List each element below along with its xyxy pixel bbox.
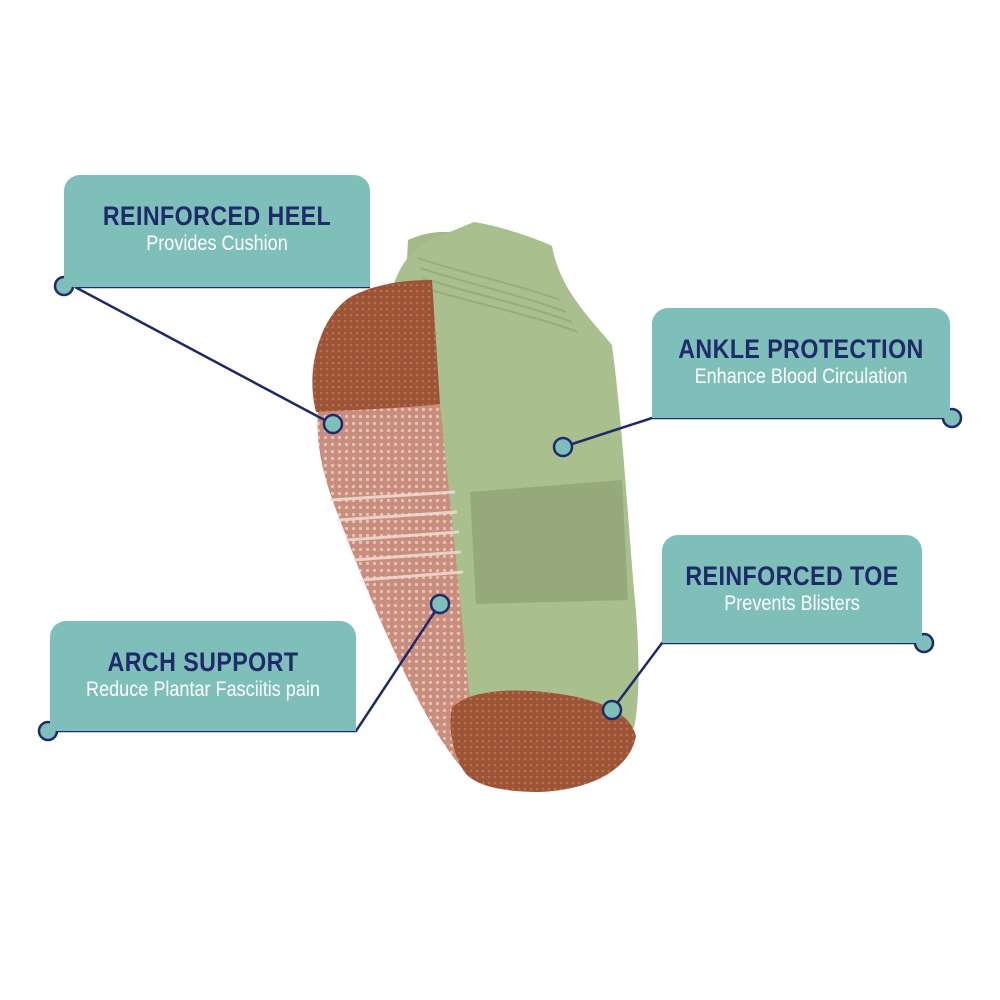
sock-toe [450,690,636,792]
callout-title: REINFORCED TOE [685,561,899,591]
callout-title: ARCH SUPPORT [107,647,299,677]
sock-heel [312,280,440,412]
callout-subtitle: Prevents Blisters [724,592,860,615]
leader-arch [48,603,442,733]
callout-subtitle: Provides Cushion [146,232,288,255]
dot-arch-sock [429,593,451,615]
callout-title: REINFORCED HEEL [102,201,332,231]
dot-ankle-sock [552,436,574,458]
leader-heel [74,285,370,426]
callout-title: ANKLE PROTECTION [678,334,924,364]
leader-lines [48,285,952,733]
callout-arch-support: ARCH SUPPORT Reduce Plantar Fasciitis pa… [50,621,356,731]
dot-heel-sock [322,413,344,435]
sock-sole-stripes [329,490,464,582]
callout-reinforced-toe: REINFORCED TOE Prevents Blisters [662,535,922,643]
sock-arch-band [470,480,628,604]
leader-toe [610,641,924,711]
leader-ankle [562,416,952,449]
callout-subtitle: Enhance Blood Circulation [694,365,908,388]
callout-reinforced-heel: REINFORCED HEEL Provides Cushion [64,175,370,287]
callout-subtitle: Reduce Plantar Fasciitis pain [86,678,320,701]
sock-cuff-ribs [417,257,579,333]
dot-toe-sock [601,699,623,721]
callout-ankle-protection: ANKLE PROTECTION Enhance Blood Circulati… [652,308,950,418]
